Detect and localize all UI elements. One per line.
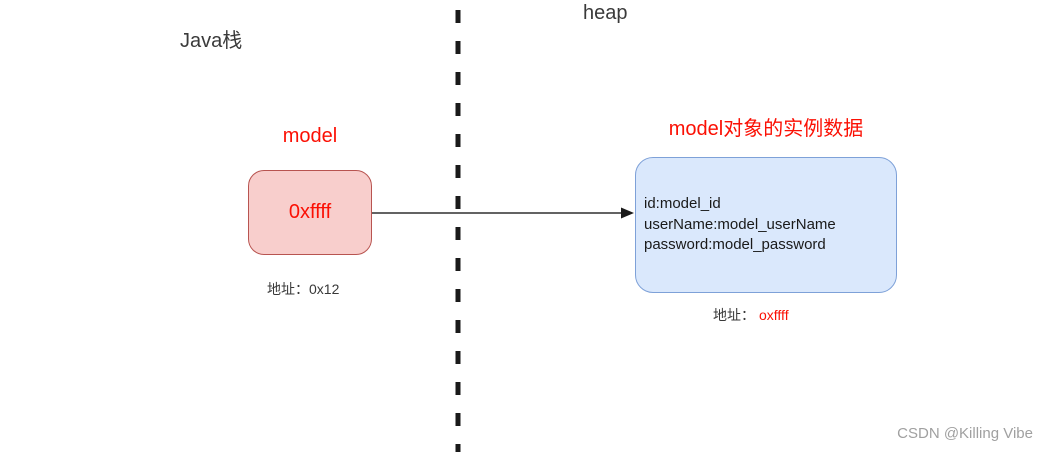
heap-address-value: oxffff — [759, 307, 789, 323]
heap-field-id: id:model_id — [644, 195, 721, 213]
heap-field-password: password:model_password — [644, 236, 826, 254]
heap-field-username: userName:model_userName — [644, 215, 836, 233]
heap-region-label: heap — [583, 2, 628, 24]
heap-address-prefix: 地址： — [713, 307, 755, 323]
java-stack-region-label: Java栈 — [180, 30, 243, 52]
reference-arrowhead-icon — [621, 207, 634, 219]
model-reference-box: 0xffff — [248, 170, 372, 255]
heap-object-title: model对象的实例数据 — [668, 118, 864, 140]
stack-address-label: 地址：0x12 — [267, 281, 340, 297]
csdn-watermark: CSDN @Killing Vibe — [897, 425, 1033, 442]
heap-object-box: id:model_id userName:model_userName pass… — [635, 157, 897, 293]
model-variable-label: model — [282, 125, 338, 147]
model-reference-value: 0xffff — [288, 201, 332, 223]
heap-address-label: 地址：oxffff — [713, 305, 789, 325]
